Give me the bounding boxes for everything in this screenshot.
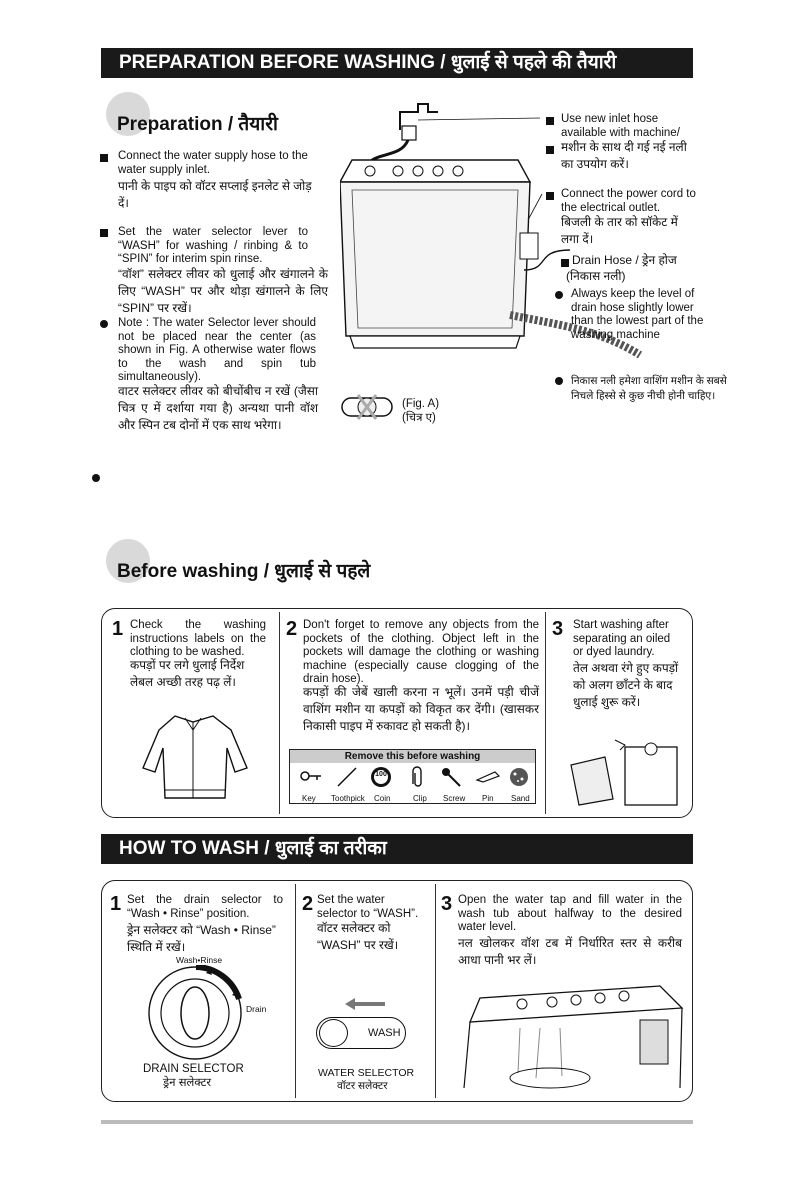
how-step1-hi: ड्रेन सलेक्टर को “Wash • Rinse” स्थिति म… bbox=[127, 923, 276, 954]
drain-selector-caption-en: DRAIN SELECTOR bbox=[143, 1063, 244, 1075]
section-banner-how-to-wash: HOW TO WASH / धुलाई का तरीका bbox=[101, 834, 693, 864]
square-bullet-icon bbox=[100, 154, 108, 162]
panel-divider bbox=[279, 612, 280, 814]
item2-hi: “वॉश” सलेक्टर लीवर को धुलाई और खंगालने क… bbox=[118, 267, 328, 315]
right2-en: Connect the power cord to the electrical… bbox=[561, 188, 696, 214]
coin-value: 100 bbox=[375, 771, 387, 778]
preparation-title: Preparation / तैयारी bbox=[117, 114, 278, 135]
panel-divider bbox=[545, 612, 546, 814]
drain-selector-caption-hi: ड्रेन सलेक्टर bbox=[163, 1077, 212, 1089]
drain-selector-dial bbox=[148, 965, 242, 1060]
round-bullet-icon bbox=[555, 377, 563, 385]
item-label-screw: Screw bbox=[443, 794, 466, 803]
how-step3-hi: नल खोलकर वॉश टब में निर्धारित स्तर से कर… bbox=[458, 936, 682, 967]
water-selector-knob bbox=[319, 1019, 348, 1047]
note-en: Note : The water Selector lever should n… bbox=[118, 317, 316, 383]
item-label-coin: Coin bbox=[374, 794, 391, 803]
water-selector-caption-hi: वॉटर सलेक्टर bbox=[337, 1080, 388, 1092]
how-step3-en: Open the water tap and fill water in the… bbox=[458, 894, 682, 933]
key-icon bbox=[300, 771, 321, 781]
drain-title: Drain Hose / ड्रेन होज bbox=[572, 253, 677, 267]
filling-water-illustration bbox=[463, 985, 684, 1089]
how-step2-hi: वॉटर सलेक्टर को “WASH” पर रखें। bbox=[317, 921, 399, 952]
washing-machine-illustration bbox=[340, 103, 643, 359]
before-step2-en: Don't forget to remove any objects from … bbox=[303, 619, 539, 685]
step-number: 3 bbox=[552, 618, 564, 640]
square-bullet-icon bbox=[561, 259, 569, 267]
section-bubble bbox=[106, 539, 150, 583]
how-to-wash-panel bbox=[101, 880, 693, 1102]
before-step1-en: Check the washing instructions labels on… bbox=[130, 619, 266, 658]
drain-sub: (निकास नली) bbox=[566, 269, 626, 283]
round-bullet-icon bbox=[100, 320, 108, 328]
screw-icon bbox=[442, 768, 461, 787]
square-bullet-icon bbox=[546, 146, 554, 154]
before-step3-en: Start washing after separating an oiled … bbox=[573, 619, 671, 658]
item2-en: Set the water selector lever to “WASH” f… bbox=[118, 226, 308, 265]
dial-right-label: Drain bbox=[246, 1004, 267, 1014]
fig-a-en: (Fig. A) bbox=[402, 398, 440, 410]
left-arrow-icon bbox=[345, 998, 385, 1010]
item-label-toothpick: Toothpick bbox=[331, 794, 365, 803]
pin-icon bbox=[475, 771, 501, 783]
selector-lever-fig-a bbox=[341, 394, 393, 420]
before-title: Before washing / धुलाई से पहले bbox=[117, 561, 371, 582]
dial-top-label: Wash•Rinse bbox=[176, 955, 223, 965]
item-label-clip: Clip bbox=[413, 794, 427, 803]
before-washing-panel bbox=[101, 608, 693, 818]
how-step2-en: Set the water selector to “WASH”. bbox=[317, 894, 419, 920]
toothpick-icon bbox=[337, 767, 357, 787]
clip-icon bbox=[412, 766, 422, 787]
round-bullet-icon bbox=[555, 291, 563, 299]
right1-en: Use new inlet hose available with machin… bbox=[561, 113, 680, 139]
step-number: 1 bbox=[112, 618, 124, 640]
remove-items-title: Remove this before washing bbox=[344, 751, 481, 762]
right1-hi: मशीन के साथ दी गई नई नली का उपयोग करें। bbox=[561, 140, 687, 171]
item1-en: Connect the water supply hose to the wat… bbox=[118, 150, 308, 176]
drain-en: Always keep the level of drain hose slig… bbox=[571, 288, 704, 341]
before-step3-hi: तेल अथवा रंगे हुए कपड़ों को अलग छाँटने क… bbox=[573, 661, 679, 709]
fig-a-hi: (चित्र ए) bbox=[402, 412, 436, 424]
footer-rule bbox=[101, 1120, 693, 1124]
item-label-key: Key bbox=[302, 794, 316, 803]
step-number: 3 bbox=[441, 893, 453, 915]
laundry-sorting-icon bbox=[570, 739, 678, 806]
note-hi: वाटर सलेक्टर लीवर को बीचोंबीच न रखें (जै… bbox=[118, 384, 318, 432]
section-bubble bbox=[106, 92, 150, 136]
water-selector-caption-en: WATER SELECTOR bbox=[318, 1067, 415, 1079]
wash-position-label: WASH bbox=[368, 1027, 401, 1039]
before-step2-hi: कपड़ों की जेबें खाली करना न भूलें। उनमें… bbox=[303, 685, 539, 733]
jacket-icon bbox=[142, 715, 248, 799]
item-label-sand: Sand bbox=[511, 794, 530, 803]
step-number: 2 bbox=[286, 618, 298, 640]
panel-divider bbox=[295, 884, 296, 1098]
step-number: 1 bbox=[110, 893, 122, 915]
drain-hi: निकास नली हमेशा वाशिंग मशीन के सबसे निचल… bbox=[571, 375, 727, 402]
section-banner-preparation: PREPARATION BEFORE WASHING / धुलाई से पह… bbox=[101, 48, 693, 78]
panel-divider bbox=[435, 884, 436, 1098]
how-step1-en: Set the drain selector to “Wash • Rinse”… bbox=[127, 894, 283, 920]
round-bullet-icon bbox=[92, 474, 100, 482]
square-bullet-icon bbox=[100, 229, 108, 237]
item1-hi: पानी के पाइप को वॉटर सप्लाई इनलेट से जोड… bbox=[118, 179, 312, 210]
before-step1-hi: कपड़ों पर लगे धुलाई निर्देश लेबल अच्छी त… bbox=[130, 658, 245, 689]
remove-items-title-bar bbox=[290, 750, 535, 763]
item-label-pin: Pin bbox=[482, 794, 494, 803]
square-bullet-icon bbox=[546, 117, 554, 125]
right2-hi: बिजली के तार को सॉकेट में लगा दें। bbox=[561, 215, 678, 246]
square-bullet-icon bbox=[546, 192, 554, 200]
sand-icon bbox=[510, 768, 528, 786]
step-number: 2 bbox=[302, 893, 314, 915]
coin-icon bbox=[371, 767, 391, 787]
